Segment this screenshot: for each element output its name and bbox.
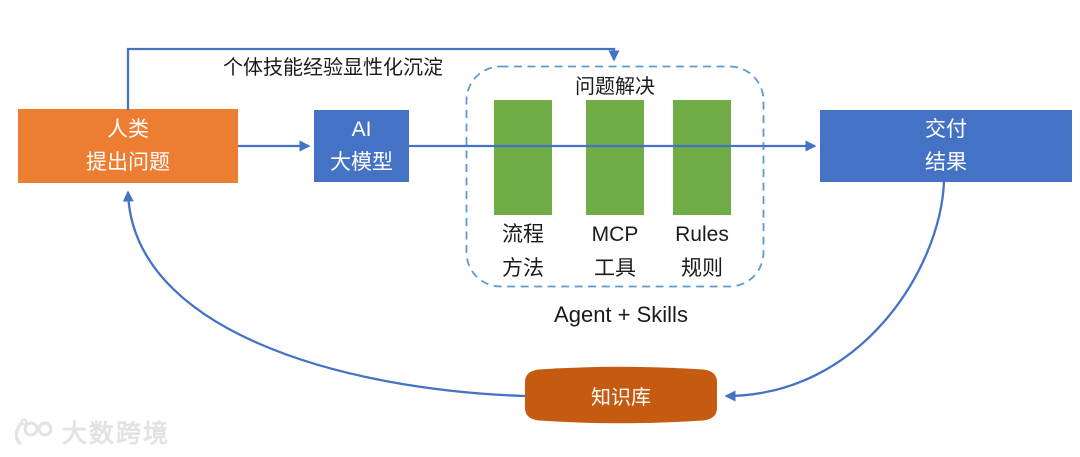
human-node-line1: 人类 — [107, 118, 149, 141]
deliver-node-line1: 交付 — [925, 118, 967, 141]
brand-logo-icon — [14, 418, 53, 445]
brand-watermark: 大数跨境 — [12, 414, 170, 450]
brand-watermark-text: 大数跨境 — [62, 420, 171, 448]
skill-bar-mcp — [586, 100, 644, 215]
deliver-node-line2: 结果 — [925, 151, 967, 174]
agent-skills-label: Agent + Skills — [554, 302, 688, 327]
skill-bar-mcp-label-line1: MCP — [591, 223, 639, 246]
skill-bar-mcp-label-line2: 工具 — [594, 257, 636, 280]
solution-group-title: 问题解决 — [575, 76, 655, 98]
skill-bar-mcp-label: MCP 工具 — [567, 218, 663, 286]
ai-model-node-line2: 大模型 — [330, 151, 393, 174]
human-node-line2: 提出问题 — [86, 151, 170, 174]
solution-group: 问题解决 流程 方法 MCP 工具 Rules 规则 — [466, 66, 764, 287]
ai-model-node-line1: AI — [351, 118, 372, 141]
skill-bar-rules-label-line2: 规则 — [681, 257, 723, 280]
skill-bar-process-label: 流程 方法 — [475, 218, 571, 286]
feedback-label: 个体技能经验显性化沉淀 — [223, 57, 443, 79]
knowledge-base-label: 知识库 — [591, 386, 651, 409]
skill-bar-rules — [673, 100, 731, 215]
skill-bar-rules-label: Rules 规则 — [654, 218, 750, 286]
skill-bar-process-label-line1: 流程 — [502, 223, 544, 246]
knowledge-base-node: 知识库 — [525, 363, 717, 427]
human-node: 人类 提出问题 — [18, 109, 238, 183]
ai-model-node: AI 大模型 — [314, 110, 409, 182]
deliver-node: 交付 结果 — [820, 110, 1072, 182]
skill-bar-process — [494, 100, 552, 215]
skill-bar-rules-label-line1: Rules — [675, 223, 729, 246]
knowledge-base-shape — [525, 366, 717, 424]
skill-bar-process-label-line2: 方法 — [502, 257, 544, 280]
